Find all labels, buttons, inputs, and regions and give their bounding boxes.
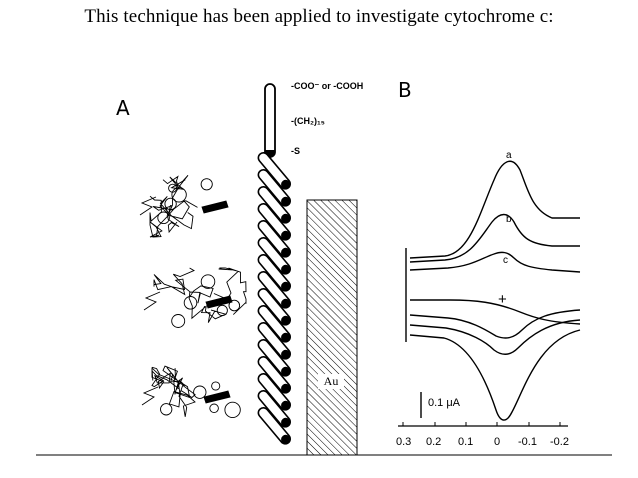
cv-curve-c — [409, 251, 581, 273]
x-tick-label: 0.3 — [396, 436, 412, 448]
cv-curve-f — [409, 319, 581, 355]
chain-molecule — [257, 355, 292, 394]
curve-label-a: a — [506, 150, 512, 161]
chain-molecule — [257, 185, 292, 224]
thiol-molecule-icon — [264, 83, 276, 158]
chain-molecule — [257, 287, 292, 326]
chain-molecule — [257, 321, 292, 360]
cyclic-voltammograms — [398, 160, 581, 427]
cv-curve-g — [409, 329, 581, 421]
cv-curve-b — [409, 213, 580, 263]
legend-chain: -(CH₂)₁₅ — [291, 116, 325, 126]
chain-molecule — [257, 406, 292, 445]
x-axis-ticks — [402, 422, 561, 426]
panel-a-label: A — [116, 96, 130, 120]
gold-electrode — [306, 199, 358, 456]
x-tick-label: -0.1 — [518, 436, 537, 448]
cytochrome-proteins — [139, 174, 247, 419]
panel-b-label: B — [398, 78, 412, 102]
scale-bar-label: 0.1 μA — [428, 397, 461, 409]
protein-blob — [139, 174, 229, 238]
monolayer-chains — [257, 151, 292, 445]
chain-molecule — [257, 151, 292, 190]
cv-curve-a — [409, 160, 580, 259]
legend-terminal-group: -COO⁻ or -COOH — [291, 81, 364, 91]
electrode-label: Au — [318, 374, 344, 389]
chain-molecule — [257, 389, 292, 428]
x-tick-label: -0.2 — [550, 436, 569, 448]
chain-molecule — [257, 236, 292, 275]
chain-molecule — [257, 219, 292, 258]
curve-label-b: b — [506, 214, 512, 225]
x-tick-label: 0 — [494, 436, 501, 448]
x-tick-label: 0.2 — [426, 436, 442, 448]
x-tick-label: 0.1 — [458, 436, 474, 448]
chain-molecule — [257, 202, 292, 241]
legend-thiol: -S — [291, 146, 300, 156]
page-title: This technique has been applied to inves… — [84, 6, 554, 27]
chain-molecule — [257, 168, 292, 207]
curve-label-c: c — [503, 255, 508, 266]
cv-curve-e — [409, 309, 581, 339]
chain-molecule — [257, 304, 292, 343]
protein-blob — [143, 267, 247, 328]
cv-curve-d — [410, 299, 581, 325]
chain-molecule — [257, 372, 292, 411]
curve-label-plus: + — [498, 291, 507, 308]
chain-molecule — [257, 253, 292, 292]
chain-molecule — [257, 338, 292, 377]
chain-molecule — [257, 270, 292, 309]
protein-blob — [141, 365, 241, 419]
